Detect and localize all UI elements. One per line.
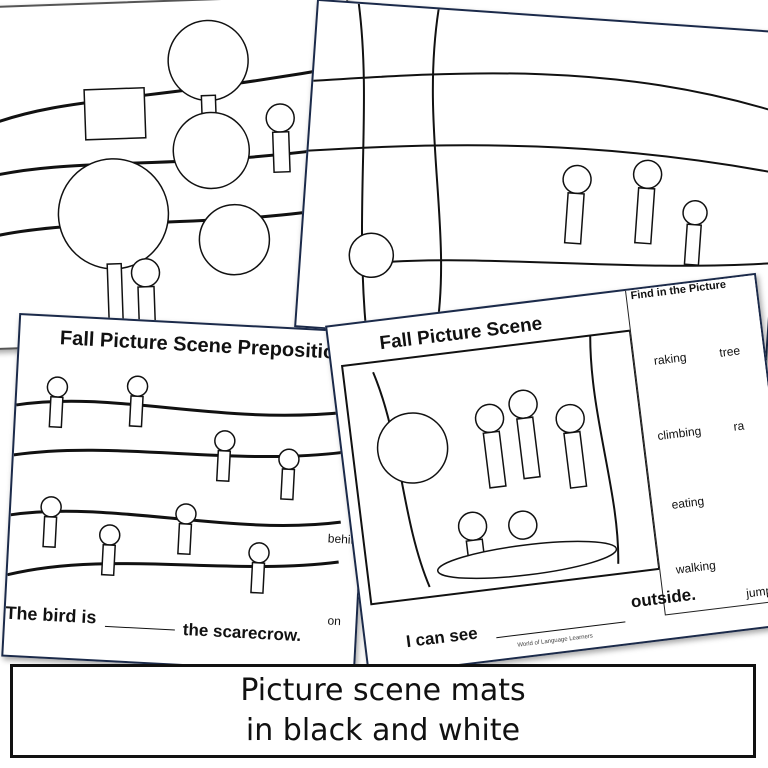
playground-scene-sheet xyxy=(0,0,360,351)
find-item-walking: walking xyxy=(675,558,717,577)
prepositions-sheet: Fall Picture Scene Prepositions The bird… xyxy=(1,312,373,676)
find-item-climbing: climbing xyxy=(656,423,702,444)
forest-scene-sheet xyxy=(294,0,768,361)
find-item-jump: jump xyxy=(745,583,768,601)
caption-line-2: in black and white xyxy=(245,713,521,748)
playground-scene-illustration xyxy=(0,19,354,325)
caption-line-1: Picture scene mats xyxy=(240,673,526,708)
find-item-tree: tree xyxy=(718,343,741,360)
fall-scene-illustration xyxy=(340,329,661,606)
find-item-ra: ra xyxy=(732,418,745,434)
forest-scene-illustration xyxy=(308,3,768,336)
find-item-raking: raking xyxy=(653,350,688,368)
fall-scene-sheet: Fall Picture Scene Find in the Picture r… xyxy=(325,272,768,678)
scarecrow-illustration xyxy=(7,375,347,594)
caption-box: Picture scene mats in black and white xyxy=(10,664,756,758)
prepositions-side-label-on: on xyxy=(327,613,342,629)
find-item-eating: eating xyxy=(670,493,705,512)
